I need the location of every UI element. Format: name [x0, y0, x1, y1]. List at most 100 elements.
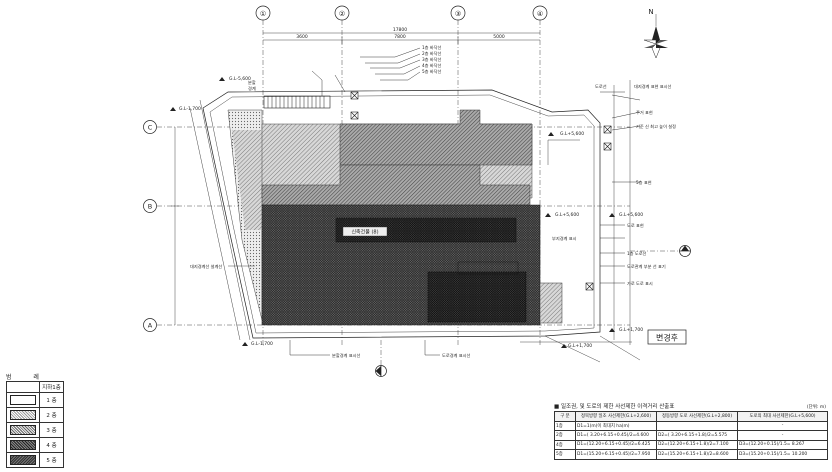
level-label: G.L+5,600: [560, 131, 584, 137]
legend-swatch-floor-2: [10, 410, 36, 420]
calc-header-cell: 정북방향 일조 사선제한(G.L+2,600): [575, 411, 657, 422]
calc-cell: -: [737, 420, 828, 431]
dim-span-a: 3600: [296, 34, 308, 40]
calc-cell: D3=(15.20+0.15)/1.5= 10.200: [737, 449, 828, 460]
stair-block: [263, 95, 331, 109]
calc-cell: [656, 420, 738, 431]
calc-cell: 2층: [554, 430, 576, 441]
legend-table: 지하1층 1 층 2 층 3 층 4 층 5 층: [6, 381, 64, 468]
revision-stamp-label: 변경후: [656, 333, 678, 343]
row-line-b: [143, 199, 630, 213]
legend-swatch-cell: [6, 407, 40, 423]
calc-row: 1층 D1=1(m)이 최대치 ha(m) -: [554, 420, 828, 431]
legend-row: 5 층: [6, 452, 64, 468]
callout-top: 4층 바닥선: [422, 62, 442, 69]
grid-bubble-label: ④: [537, 10, 543, 18]
legend-header-spacer: [6, 381, 40, 393]
callout-right: 1층 도로선: [627, 250, 647, 256]
revision-stamp: [647, 329, 687, 345]
left-note: 대지경계선 설계선: [190, 263, 222, 270]
left-label: 경계: [248, 85, 256, 92]
callout-right: 도로 표현: [627, 222, 644, 228]
legend-label: 4 층: [39, 437, 64, 453]
callout-right: 가로 도로 표시: [627, 280, 653, 287]
calc-row: 5층 D1=(15.20+6.15+0.45)/2=7.950 D2=(15.2…: [554, 449, 828, 460]
grid-bubble-label: ①: [260, 10, 266, 18]
legend-header-row: 지하1층: [6, 381, 64, 393]
level-label: G.L-5,600: [229, 76, 251, 82]
road-lines-right: [520, 80, 641, 363]
grid-bubble-label: ②: [339, 10, 345, 18]
calc-header-row: 구 분 정북방향 일조 사선제한(G.L+2,600) 정동방향 도로 사선제한…: [554, 411, 828, 422]
legend-row: 4 층: [6, 437, 64, 453]
north-arrow-icon: [643, 14, 668, 59]
legend-swatch-cell: [6, 422, 40, 438]
callout-right: 주거 표현: [636, 109, 653, 116]
level-markers: [170, 77, 615, 348]
row-bubble-label: A: [148, 322, 153, 330]
callout-right: 부지경계 표시: [552, 235, 577, 242]
calc-header-cell: 정동방향 도로 사선제한(G.L+2,800): [656, 411, 738, 422]
callout-right: 도로관계 부분 선 표기: [627, 263, 666, 270]
calc-table: 구 분 정북방향 일조 사선제한(G.L+2,600) 정동방향 도로 사선제한…: [554, 411, 828, 460]
callout-bottom: 도로경계 표시선: [442, 352, 470, 359]
calc-cell: 1층: [554, 420, 576, 431]
level-label: G.L+5,600: [619, 212, 643, 218]
legend-swatch-floor-1: [10, 395, 36, 405]
callout-top: 2층 바닥선: [422, 50, 442, 57]
dim-span-c: 5000: [493, 34, 505, 40]
setback-calc-table: ■ 일조권, 및 도로의 제한 사선제한 이격거리 산출표 (단위: m) 구 …: [554, 402, 828, 460]
center-label: 신축건물 (8): [351, 229, 378, 236]
legend-row: 3 층: [6, 422, 64, 438]
calc-cell: 5층: [554, 449, 576, 460]
level-label: G.L+1,700: [619, 327, 643, 333]
left-label: 분할: [248, 79, 256, 86]
row-line-c: [143, 120, 630, 134]
calc-cell: D3=(12.20+0.15)/1.5= 8.267: [737, 439, 828, 450]
callout-top: 3층 바닥선: [422, 56, 442, 63]
section-marker-right: [630, 245, 691, 257]
calc-cell: D1=1(m)이 최대치 ha(m): [575, 420, 657, 431]
calc-header-cell: 도로의 최대 사선제한(G.L+5,600): [737, 411, 828, 422]
calc-cell: 4층: [554, 439, 576, 450]
legend-row: 1 층: [6, 392, 64, 408]
row-line-a: [143, 318, 630, 332]
center-label-box: [342, 226, 388, 237]
vertical-dimension: [171, 127, 179, 325]
column-markers: [350, 91, 612, 291]
legend-label: 5 층: [39, 452, 64, 468]
site-boundary: [202, 89, 601, 339]
level-label: G.L+5,600: [555, 212, 579, 218]
calc-cell: D1=( 3.20+6.15+0.45)/2=4.600: [575, 430, 657, 441]
row-bubble-label: C: [148, 124, 153, 132]
dim-span-b: 7800: [394, 34, 406, 40]
calc-cell: D2=(15.20+6.15+1.8)/2=8.600: [656, 449, 738, 460]
legend-row: 2 층: [6, 407, 64, 423]
callout-bottom: 분할경계 표시선: [332, 352, 360, 359]
calc-caption: ■ 일조권, 및 도로의 제한 사선제한 이격거리 산출표: [554, 404, 675, 410]
calc-cell: D1=(15.20+6.15+0.45)/2=7.950: [575, 449, 657, 460]
setback-strip-light: [232, 130, 262, 230]
site-boundary-inner: [209, 94, 595, 334]
north-label: N: [648, 8, 653, 16]
legend-header: 지하1층: [39, 381, 64, 393]
stair-treads: [267, 96, 325, 108]
calc-unit: (단위: m): [806, 405, 826, 410]
legend-label: 1 층: [39, 392, 64, 408]
road-lines-left: [189, 99, 251, 341]
callout-leaders-bottom: [289, 340, 440, 356]
callout-top: 1층 바닥선: [422, 44, 442, 51]
grid-bubble-label: ③: [455, 10, 461, 18]
legend-label: 3 층: [39, 422, 64, 438]
level-label: G.L-1,700: [179, 106, 201, 112]
section-marker-bottom: [375, 340, 387, 377]
calc-row: 2층 D1=( 3.20+6.15+0.45)/2=4.600 D2=( 3.2…: [554, 430, 828, 441]
calc-row: 4층 D1=(12.20+6.15+0.45)/2=6.425 D2=(12.2…: [554, 439, 828, 450]
callout-right: 대지경계 표현 표시선: [634, 83, 671, 90]
legend-swatch-floor-5: [10, 455, 36, 465]
level-label: G.L-1,700: [251, 341, 273, 347]
legend-title: 범 례: [6, 374, 49, 381]
calc-cell: D1=(12.20+6.15+0.45)/2=6.425: [575, 439, 657, 450]
calc-header-cell: 구 분: [554, 411, 576, 422]
